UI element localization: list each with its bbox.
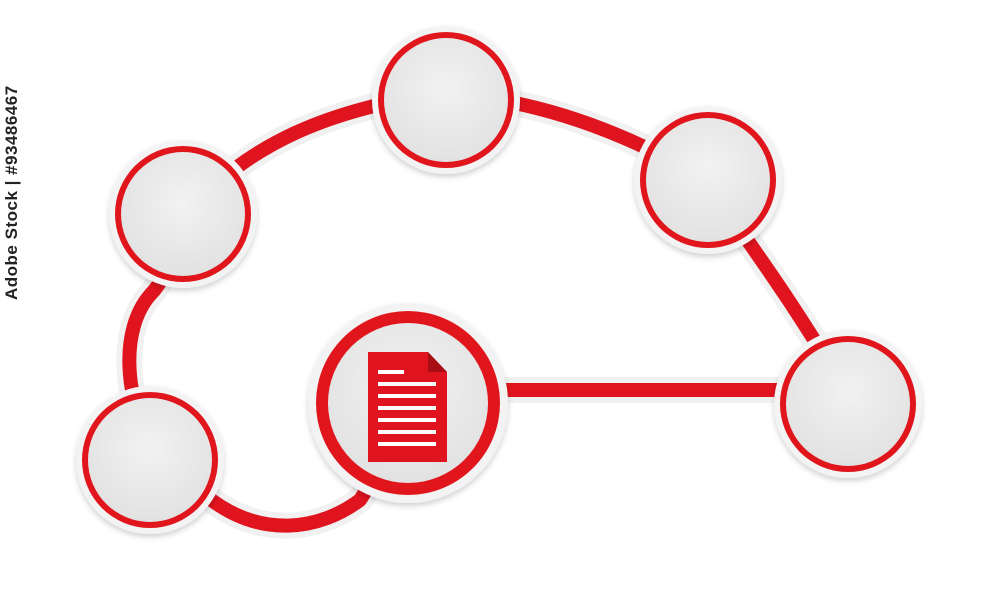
node-bottom-left: [76, 386, 224, 534]
document-icon: [368, 352, 447, 462]
stock-id-text: Adobe Stock | #93486467: [2, 85, 21, 300]
node-top-right: [634, 106, 782, 254]
node-right: [774, 330, 922, 478]
node-top-left: [109, 140, 257, 288]
node-top-center: [372, 26, 520, 174]
